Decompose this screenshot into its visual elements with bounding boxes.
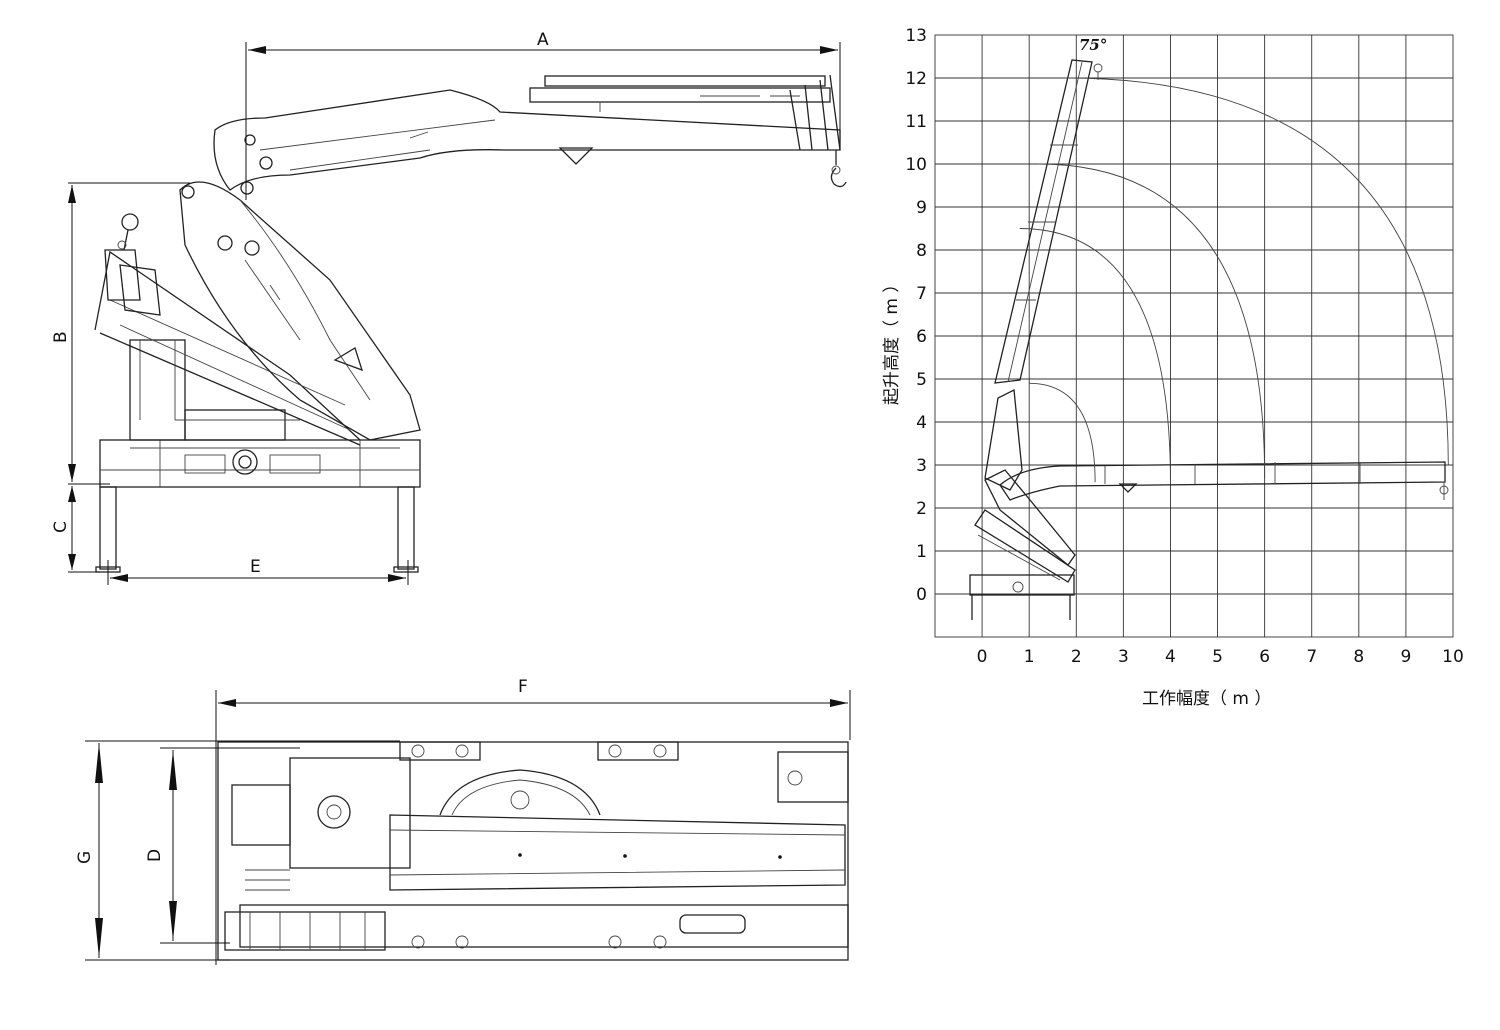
dimension-label-d: D (145, 849, 165, 862)
chart-grid (934, 34, 1454, 638)
x-tick-label: 5 (1212, 647, 1223, 667)
dimension-label-c: C (51, 521, 71, 533)
dimension-label-a: A (537, 30, 549, 50)
reach-curve (1019, 228, 1171, 483)
x-tick-label: 0 (977, 647, 988, 667)
dimension-label-f: F (518, 677, 528, 697)
x-tick-label: 2 (1071, 647, 1082, 667)
y-tick-label: 4 (916, 413, 927, 433)
dimension-label-b: B (51, 331, 71, 343)
dimension-label-g: G (75, 851, 95, 864)
reach-curve (1066, 77, 1449, 466)
y-tick-label: 3 (916, 456, 927, 476)
plan-view-drawing (217, 741, 849, 961)
y-tick-label: 10 (905, 155, 927, 175)
dimension-label-e: E (250, 557, 261, 577)
crane-reach-silhouette (969, 59, 1449, 620)
x-tick-label: 6 (1259, 647, 1270, 667)
x-axis-label: 工作幅度（ m ） (1142, 689, 1271, 709)
reach-curve (1029, 382, 1096, 483)
y-tick-label: 6 (916, 327, 927, 347)
y-tick-label: 12 (905, 69, 927, 89)
y-tick-label: 0 (916, 585, 927, 605)
x-tick-label: 1 (1024, 647, 1035, 667)
y-tick-label: 8 (916, 241, 927, 261)
side-view-dimensions (68, 42, 841, 585)
x-tick-label: 7 (1306, 647, 1317, 667)
x-tick-label: 10 (1442, 647, 1464, 667)
x-tick-labels: 0 1 2 3 4 5 6 7 8 9 10 (977, 647, 1464, 667)
y-tick-label: 9 (916, 198, 927, 218)
x-tick-label: 3 (1118, 647, 1129, 667)
y-tick-label: 1 (916, 542, 927, 562)
x-tick-label: 4 (1165, 647, 1176, 667)
y-axis-label: 起升高度（ m ） (882, 276, 902, 405)
y-tick-label: 11 (905, 112, 927, 132)
reach-curves (1019, 77, 1449, 483)
x-tick-label: 9 (1400, 647, 1411, 667)
y-tick-label: 13 (905, 26, 927, 46)
plan-view-dimensions (85, 690, 851, 965)
side-view-drawing (94, 74, 847, 573)
y-tick-label: 5 (916, 370, 927, 390)
reach-curve (1038, 163, 1266, 478)
y-tick-label: 2 (916, 499, 927, 519)
y-tick-label: 7 (916, 284, 927, 304)
x-tick-label: 8 (1353, 647, 1364, 667)
angle-annotation: 75° (1079, 36, 1107, 54)
